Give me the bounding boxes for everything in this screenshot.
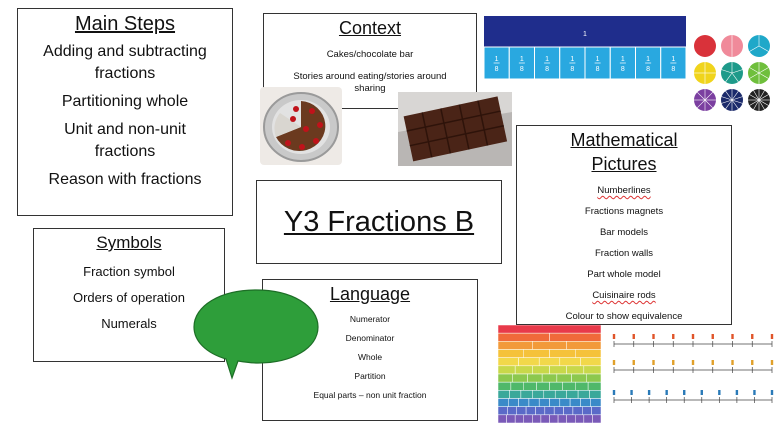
fraction-wall-row [497,381,602,391]
main-step-item: fractions [94,143,156,160]
numberline [612,334,774,347]
svg-text:8: 8 [671,66,675,73]
numberline [612,390,774,403]
fraction-circle [748,89,770,111]
whole-bar-label: 1 [583,31,587,38]
fraction-circle [721,62,743,84]
svg-text:1: 1 [621,56,625,63]
fraction-circle [694,62,716,84]
math-picture-item: Bar models [599,227,649,238]
main-step-item: Unit and non-unit [64,121,186,138]
main-title-box: Y3 Fractions B [256,180,502,264]
symbols-title: Symbols [96,233,162,252]
fraction-wall-image [497,324,602,424]
main-step-item: fractions [94,65,156,82]
fraction-wall-row [497,357,602,367]
fraction-wall-row [497,349,602,358]
fraction-circle [748,35,770,57]
fraction-circle [694,89,716,111]
eighth-bar-segment: 18 [660,46,687,80]
svg-text:1: 1 [671,56,675,63]
chocolate-photo [398,92,512,166]
language-item: Numerator [349,314,391,324]
svg-text:1: 1 [495,56,499,63]
mathematical-pictures-box: Mathematical Pictures Numberlines Fracti… [516,125,732,325]
math-picture-item: Fraction walls [594,248,654,259]
eighth-bar-segment: 18 [559,46,586,80]
svg-text:8: 8 [520,66,524,73]
context-item: sharing [354,83,386,94]
language-title: Language [329,284,411,304]
symbol-item: Numerals [101,316,157,331]
fraction-circle-magnets [692,33,774,113]
math-picture-item: Cuisinaire rods [592,290,656,301]
main-step-item: Adding and subtracting [43,43,207,60]
numberline [612,360,774,373]
svg-text:1: 1 [646,56,650,63]
fraction-wall-row [497,406,602,416]
language-item: Partition [354,371,386,381]
context-item: Cakes/chocolate bar [326,49,414,60]
pie-photo [260,87,342,165]
fraction-wall-row [497,390,602,399]
fraction-circle [694,35,716,57]
math-picture-item: Fractions magnets [584,206,664,217]
math-picture-item: Part whole model [587,269,661,280]
whole-bar [484,16,686,47]
main-steps-box: Main Steps Adding and subtracting fracti… [17,8,233,216]
context-item: Stories around eating/stories around [293,71,447,82]
svg-text:1: 1 [520,56,524,63]
language-item: Whole [357,352,383,362]
math-picture-item: Numberlines [597,185,651,196]
language-item: Denominator [345,333,395,343]
speech-bubble-icon [192,286,320,382]
svg-text:8: 8 [621,66,625,73]
fraction-circle [748,62,770,84]
svg-text:8: 8 [596,66,600,73]
eighth-bar-segment: 18 [508,46,535,80]
eighth-bar-segment: 18 [584,46,611,80]
fraction-wall-row [497,398,602,407]
math-pictures-title-line1: Mathematical [570,130,678,150]
main-steps-title: Main Steps [74,13,176,35]
fraction-wall-row [497,414,602,424]
symbol-item: Fraction symbol [83,264,175,279]
main-step-item: Reason with fractions [48,171,202,188]
main-step-item: Partitioning whole [61,93,189,110]
svg-text:1: 1 [596,56,600,63]
context-title: Context [338,18,402,38]
svg-text:1: 1 [570,56,574,63]
eighth-bar-segment: 18 [635,46,662,80]
eighth-bar-segment: 18 [534,46,561,80]
fraction-circle [721,89,743,111]
eighth-bar-segment: 18 [609,46,636,80]
numberlines-image [610,330,776,414]
fraction-wall-row [497,373,602,383]
svg-text:8: 8 [646,66,650,73]
math-pictures-title-line2: Pictures [591,154,657,174]
fraction-circle [721,35,743,57]
fraction-wall-row [497,324,602,334]
language-item: Equal parts – non unit fraction [313,390,427,400]
svg-text:8: 8 [545,66,549,73]
symbols-box: Symbols Fraction symbol Orders of operat… [33,228,225,362]
svg-text:1: 1 [545,56,549,63]
fraction-wall-row [497,341,602,350]
eighth-bar-segment: 18 [483,46,510,80]
symbol-item: Orders of operation [72,290,185,305]
fraction-wall-row [497,365,602,375]
math-picture-item: Colour to show equivalence [565,311,683,322]
svg-text:8: 8 [570,66,574,73]
page-title: Y3 Fractions B [283,205,475,238]
fraction-wall-row [497,332,602,342]
svg-text:8: 8 [495,66,499,73]
